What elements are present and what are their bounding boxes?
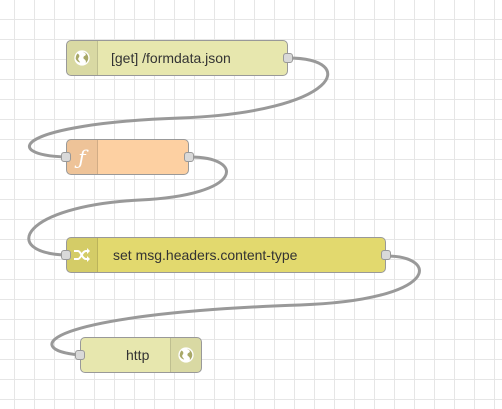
function-input-port[interactable]	[61, 152, 71, 162]
function-node[interactable]: ƒ	[61, 139, 194, 175]
http-in-node[interactable]: [get] /formdata.json	[66, 40, 293, 76]
change-label: set msg.headers.content-type	[113, 247, 298, 263]
function-output-port[interactable]	[184, 152, 194, 162]
change-output-port[interactable]	[381, 250, 391, 260]
function-icon: ƒ	[78, 145, 86, 169]
wire-function-to-change[interactable]	[27, 155, 228, 257]
change-input-port[interactable]	[61, 250, 71, 260]
http-response-icon-area	[170, 338, 201, 372]
http-response-label: http	[126, 347, 150, 363]
change-icon-area	[67, 238, 98, 272]
wire-http-in-to-function[interactable]	[27, 56, 330, 159]
http-in-label: [get] /formdata.json	[111, 50, 231, 66]
globe-icon	[74, 50, 90, 66]
http-response-node[interactable]: http	[75, 337, 202, 373]
globe-icon	[178, 347, 194, 363]
change-node[interactable]: set msg.headers.content-type	[61, 237, 391, 273]
shuffle-icon	[74, 248, 90, 262]
function-icon-area: ƒ	[67, 140, 98, 174]
http-response-input-port[interactable]	[75, 350, 85, 360]
http-in-icon-area	[67, 41, 98, 75]
wire-change-to-http-response[interactable]	[50, 254, 421, 357]
http-in-output-port[interactable]	[283, 53, 293, 63]
